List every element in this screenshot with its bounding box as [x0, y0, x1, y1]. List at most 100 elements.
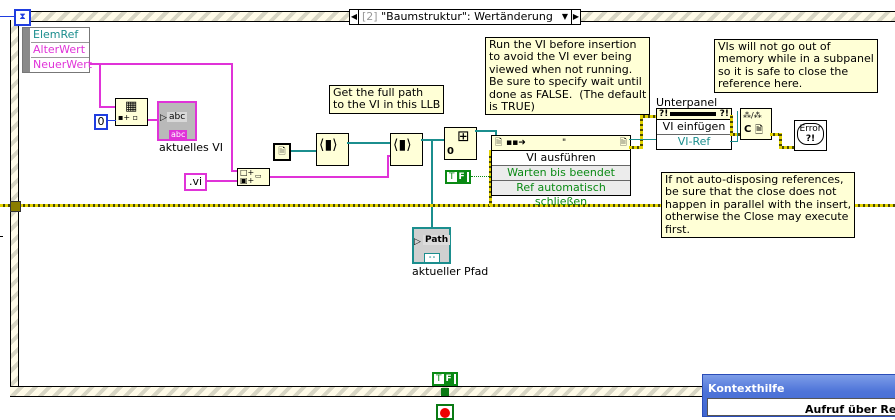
document-icon: 🗎: [755, 125, 764, 136]
comment-full-path: Get the full path to the VI in this LLB: [329, 85, 445, 114]
numeric-wire: [106, 120, 116, 121]
stop-icon: [440, 408, 450, 418]
context-help-window[interactable]: Kontexthilfe Aufruf über Refe: [702, 374, 895, 417]
comment-auto-dispose: If not auto-disposing references, be sur…: [661, 172, 856, 239]
error-wire: [770, 133, 782, 136]
simple-error-handler[interactable]: Error?!: [794, 120, 827, 151]
bool-false-glyph: F: [456, 172, 467, 182]
string-icon: ▭: [255, 172, 262, 180]
case-selector[interactable]: ◀ [2] "Baumstruktur": Wertänderung ▼ ▶: [349, 9, 581, 25]
invoke-input-auto-dispose[interactable]: Ref automatisch schließen: [492, 181, 630, 208]
string-wire: [269, 176, 389, 178]
subpanel-header: ?! ?!: [657, 109, 731, 120]
path-wire: [291, 150, 317, 152]
build-path-icon: ⟨▮⟩: [393, 137, 412, 153]
strip-path-icon: ⟨▮⟩: [319, 137, 338, 153]
current-path-label: aktueller Pfad: [412, 265, 489, 278]
case-dropdown-icon[interactable]: ▼: [561, 12, 568, 21]
error-wire: [779, 133, 782, 149]
vi-grid-icon: ⊞: [457, 127, 470, 145]
vi-ref-wire: [629, 139, 657, 140]
vi-ref-wire: [475, 130, 497, 132]
subpanel-label: Unterpanel: [656, 96, 718, 109]
index-constant[interactable]: 0: [94, 114, 108, 130]
context-help-body: Aufruf über Refe: [707, 398, 895, 416]
context-help-title[interactable]: Kontexthilfe: [708, 382, 785, 395]
comment-memory: VIs will not go out of memory while in a…: [714, 39, 878, 93]
current-vi-path-constant[interactable]: 🗎: [273, 143, 291, 161]
string-wire: [231, 63, 233, 172]
bool-true-glyph: T: [436, 374, 442, 384]
invoke-node-run-vi[interactable]: 🗎 ▪▪➜ " 🗎 VI ausführen Warten bis beende…: [491, 135, 631, 208]
event-data-neuerwert[interactable]: NeuerWert: [33, 58, 93, 71]
close-ref-icon: ⁂/⁂: [743, 111, 762, 120]
string-wire: [89, 63, 233, 65]
subpanel-invoke-node[interactable]: ?! ?! VI einfügen VI-Ref: [656, 108, 732, 150]
event-data-handle: [23, 28, 30, 72]
concatenate-strings-node[interactable]: □+▣+ ▭: [237, 168, 270, 186]
error-wire: [640, 115, 657, 118]
error-glyph: ?!: [805, 134, 816, 144]
current-path-indicator[interactable]: ▷ Path ∘∘: [412, 227, 451, 264]
index-array-node[interactable]: ▦ ▪+ ▫: [115, 98, 148, 126]
error-tunnel: [10, 201, 21, 212]
bool-false-glyph: F: [443, 374, 454, 384]
decrement-case-arrow-icon[interactable]: ◀: [350, 10, 359, 24]
invoke-input-wait-until-done[interactable]: Warten bis beendet: [492, 166, 630, 181]
path-wire: [421, 139, 447, 141]
indicator-type-text: abc: [167, 112, 188, 122]
invoke-method-run-vi[interactable]: VI ausführen: [492, 151, 630, 166]
path-badge-icon: ∘∘: [424, 253, 440, 262]
input-arrow-icon: ▷: [414, 237, 421, 247]
invoke-node-header: 🗎 ▪▪➜ " 🗎: [492, 136, 630, 151]
document-icon: 🗎: [278, 147, 286, 157]
array-grid-icon: ▦: [125, 99, 138, 114]
error-wire: [489, 150, 492, 206]
path-wire: [431, 139, 433, 231]
error-wire: [0, 204, 895, 207]
string-wire: [147, 119, 161, 121]
subpanel-method-insert-vi[interactable]: VI einfügen: [657, 120, 731, 135]
error-text: Error: [799, 124, 822, 134]
strip-path-node[interactable]: ⟨▮⟩: [316, 133, 349, 166]
event-structure-bottom-border: [10, 386, 710, 397]
event-data-alterwert[interactable]: AlterWert: [31, 43, 89, 58]
hourglass-icon: ⧗: [19, 12, 26, 22]
current-vi-indicator[interactable]: ▷ abc abc: [157, 101, 197, 141]
case-selector-label: [2] "Baumstruktur": Wertänderung: [362, 10, 553, 23]
input-arrow-icon: ▷: [160, 113, 167, 123]
invoke-arrow-icon: ▪▪➜: [506, 138, 526, 148]
close-reference-node[interactable]: ⁂/⁂ C 🗎: [740, 108, 772, 140]
reference-bar: [670, 112, 716, 116]
error-bubble-icon: Error?!: [797, 123, 824, 145]
outer-wire-stub: [0, 236, 3, 237]
subpanel-input-vi-ref[interactable]: VI-Ref: [677, 135, 711, 148]
path-wire: [347, 142, 391, 144]
error-in-glyph: ?!: [659, 109, 669, 119]
error-wire: [730, 133, 740, 136]
outer-wire: [0, 16, 14, 17]
increment-case-arrow-icon[interactable]: ▶: [571, 10, 580, 24]
event-data-elemref[interactable]: ElemRef: [31, 28, 89, 43]
timeout-terminal[interactable]: ⧗: [14, 9, 31, 26]
concatenate-icon: □+▣+: [240, 168, 255, 185]
vi-ref-wire: [730, 141, 738, 142]
boolean-wire: [471, 176, 491, 177]
comment-run-vi: Run the VI before insertion to avoid the…: [485, 37, 651, 116]
error-wire: [730, 115, 733, 136]
index-terminal-icon: ▪+ ▫: [118, 113, 139, 122]
vi-extension-constant[interactable]: .vi: [184, 173, 208, 191]
options-zero-label: 0: [447, 146, 454, 157]
context-help-heading: Aufruf über Refe: [805, 403, 895, 416]
string-wire: [205, 180, 241, 182]
invoke-header-text: ": [562, 138, 567, 148]
error-wire: [640, 115, 643, 149]
build-path-node[interactable]: ⟨▮⟩: [390, 133, 423, 166]
stop-terminal[interactable]: [436, 404, 454, 420]
boolean-tunnel: [441, 388, 449, 396]
open-vi-reference-node[interactable]: ⊞ 0: [444, 127, 477, 160]
event-data-node[interactable]: ElemRef AlterWert NeuerWert: [22, 27, 93, 73]
bool-true-glyph: T: [449, 172, 455, 182]
